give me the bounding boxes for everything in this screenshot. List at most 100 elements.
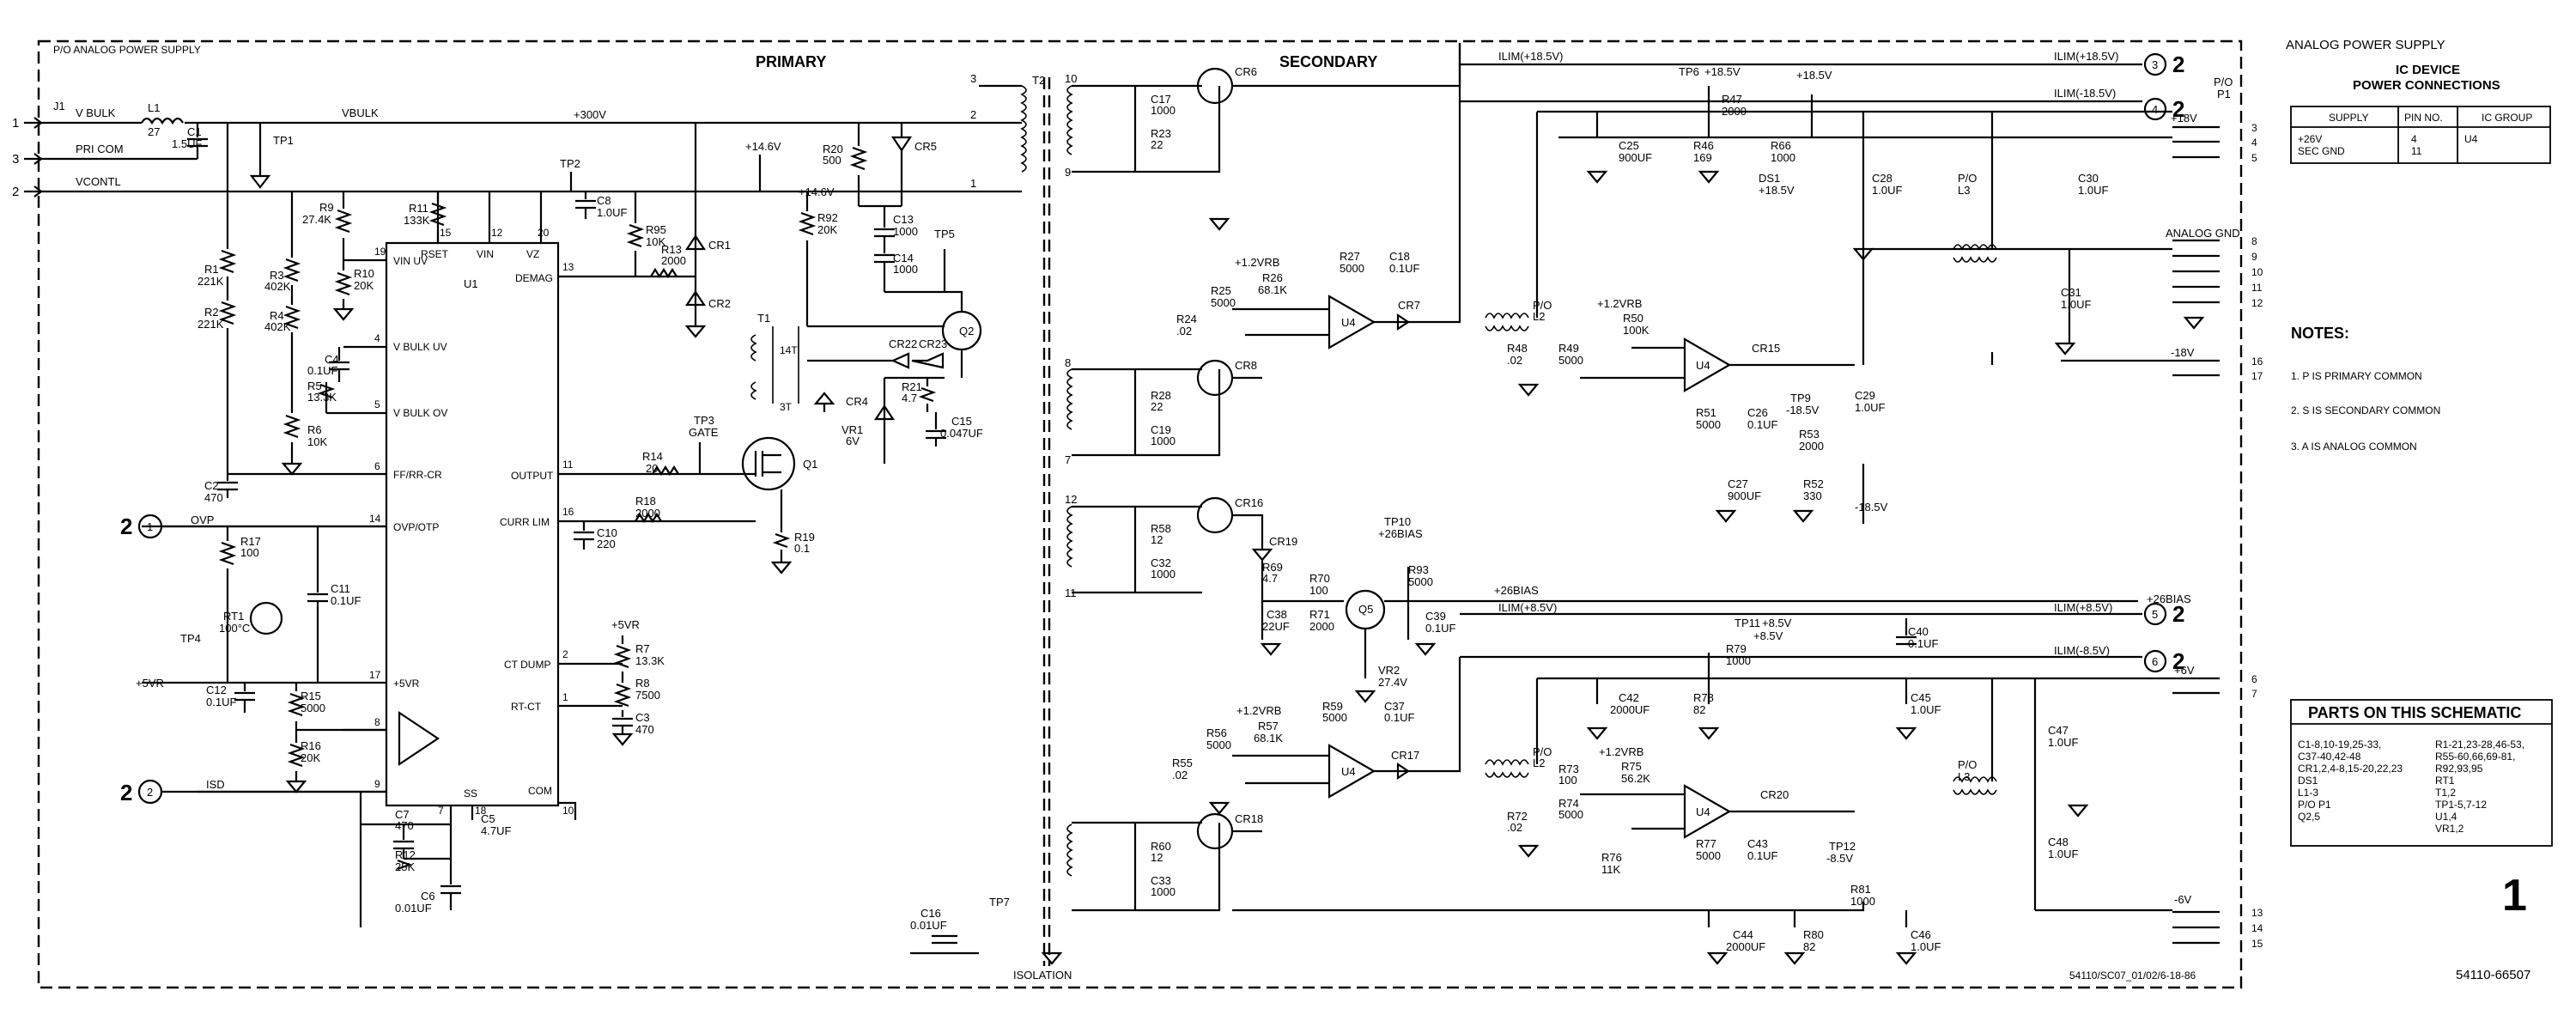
svg-text:R11: R11	[409, 202, 428, 215]
svg-text:C1-8,10-19,25-33,: C1-8,10-19,25-33,	[2298, 738, 2381, 751]
svg-text:100: 100	[240, 546, 259, 559]
svg-text:10K: 10K	[307, 435, 327, 448]
svg-text:9: 9	[2251, 251, 2257, 263]
svg-text:+26BIAS: +26BIAS	[2147, 593, 2191, 605]
svg-text:100: 100	[1558, 774, 1577, 787]
svg-text:C3: C3	[635, 711, 650, 724]
svg-text:C30: C30	[2078, 172, 2099, 185]
svg-text:5000: 5000	[1340, 262, 1364, 275]
svg-text:2: 2	[2172, 52, 2184, 77]
svg-text:1: 1	[970, 177, 976, 190]
svg-text:U4: U4	[1696, 805, 1710, 818]
svg-text:100K: 100K	[1623, 324, 1649, 337]
svg-text:2: 2	[562, 648, 568, 660]
svg-text:CR8: CR8	[1235, 359, 1257, 372]
t2-transformer: 3 2 1	[970, 72, 1073, 877]
svg-text:R66: R66	[1771, 139, 1791, 152]
svg-text:+26V: +26V	[2298, 133, 2322, 145]
svg-text:OVP: OVP	[191, 514, 214, 526]
svg-text:CT DUMP: CT DUMP	[504, 659, 550, 671]
svg-text:18: 18	[475, 805, 487, 817]
svg-text:1000: 1000	[1151, 568, 1176, 580]
svg-text:.02: .02	[1507, 821, 1522, 834]
svg-text:C13: C13	[893, 213, 914, 226]
svg-text:PIN NO.: PIN NO.	[2404, 112, 2443, 124]
svg-text:3: 3	[2251, 122, 2257, 134]
svg-text:1. P IS PRIMARY COMMON: 1. P IS PRIMARY COMMON	[2291, 370, 2422, 382]
svg-text:CR20: CR20	[1760, 788, 1789, 801]
svg-text:+14.6V: +14.6V	[745, 140, 781, 153]
connector-j1: J1 1 3 2 V BULK PRI COM VCONTL	[12, 100, 124, 199]
svg-text:C28: C28	[1872, 172, 1893, 185]
svg-text:C38: C38	[1267, 608, 1287, 621]
svg-text:CR1: CR1	[708, 239, 731, 252]
svg-text:TP5: TP5	[934, 228, 955, 240]
svg-text:ILIM(-18.5V): ILIM(-18.5V)	[2054, 87, 2116, 100]
svg-text:R51: R51	[1696, 406, 1716, 419]
svg-text:R4: R4	[270, 309, 284, 322]
svg-text:TP12: TP12	[1829, 840, 1856, 853]
svg-text:CR19: CR19	[1269, 535, 1297, 548]
svg-text:P/O: P/O	[1958, 172, 1977, 185]
svg-text:2: 2	[2172, 601, 2184, 627]
svg-text:5000: 5000	[1558, 808, 1583, 821]
svg-text:CR6: CR6	[1235, 65, 1257, 78]
svg-text:C25: C25	[1619, 139, 1639, 152]
tp1-testpoint: TP1	[249, 123, 294, 189]
svg-text:C27: C27	[1728, 477, 1748, 490]
svg-text:C37: C37	[1384, 700, 1405, 713]
svg-text:1000: 1000	[1850, 895, 1875, 908]
svg-text:C42: C42	[1619, 691, 1639, 704]
svg-text:7: 7	[438, 805, 444, 817]
svg-text:T1: T1	[757, 312, 770, 325]
svg-text:U4: U4	[1696, 359, 1710, 372]
svg-text:1.0UF: 1.0UF	[1872, 184, 1902, 197]
svg-text:CR2: CR2	[708, 297, 731, 310]
svg-text:R92: R92	[817, 211, 838, 224]
u1-pins-top: RSET VIN VZ 15 12 20	[421, 191, 550, 260]
svg-text:R81: R81	[1850, 883, 1871, 896]
vbulk-rail-label: VBULK	[342, 106, 379, 119]
svg-text:900UF: 900UF	[1619, 151, 1652, 164]
svg-text:R6: R6	[307, 423, 322, 436]
header-left: P/O ANALOG POWER SUPPLY	[53, 44, 201, 56]
svg-text:C45: C45	[1911, 691, 1931, 704]
svg-text:0.1UF: 0.1UF	[1384, 711, 1414, 724]
svg-text:221K: 221K	[197, 275, 224, 288]
svg-text:2000UF: 2000UF	[1726, 940, 1765, 953]
svg-text:R59: R59	[1322, 700, 1343, 713]
svg-text:R69: R69	[1262, 561, 1283, 574]
svg-text:16: 16	[2251, 356, 2263, 368]
svg-text:VR2: VR2	[1378, 664, 1400, 677]
u1-pins-bottom: SS 7 18	[438, 787, 487, 824]
svg-text:R5: R5	[307, 380, 322, 392]
svg-text:8: 8	[2251, 235, 2257, 247]
svg-text:470: 470	[204, 491, 223, 504]
svg-text:CR22: CR22	[889, 337, 917, 350]
svg-text:5000: 5000	[301, 702, 325, 714]
isolation-label: ISOLATION	[1013, 969, 1072, 982]
svg-text:ILIM(+18.5V): ILIM(+18.5V)	[1498, 50, 1564, 63]
l1-value: 27	[148, 125, 160, 138]
svg-text:1.0UF: 1.0UF	[1855, 401, 1885, 414]
svg-text:68.1K: 68.1K	[1258, 283, 1287, 296]
svg-text:220: 220	[597, 538, 616, 550]
svg-text:L2: L2	[1533, 310, 1545, 323]
svg-text:R70: R70	[1309, 572, 1330, 585]
svg-text:.02: .02	[1176, 325, 1192, 337]
svg-text:82: 82	[1693, 703, 1705, 716]
svg-text:1.0UF: 1.0UF	[597, 206, 627, 219]
svg-text:0.01UF: 0.01UF	[910, 919, 947, 932]
svg-text:14: 14	[369, 513, 381, 525]
svg-text:R10: R10	[354, 267, 374, 280]
svg-text:1.5UF: 1.5UF	[172, 137, 202, 150]
svg-text:R57: R57	[1258, 720, 1279, 732]
svg-text:R71: R71	[1309, 608, 1330, 621]
svg-text:TP7: TP7	[989, 896, 1010, 909]
svg-text:Q2: Q2	[959, 325, 974, 337]
svg-text:T1,2: T1,2	[2435, 787, 2456, 799]
svg-text:C31: C31	[2061, 286, 2081, 299]
p1-output-connector: P/O P1 +18V ANALOG GND -18V +6V -6V 3 4 …	[2166, 76, 2263, 950]
svg-text:22: 22	[1151, 400, 1163, 413]
